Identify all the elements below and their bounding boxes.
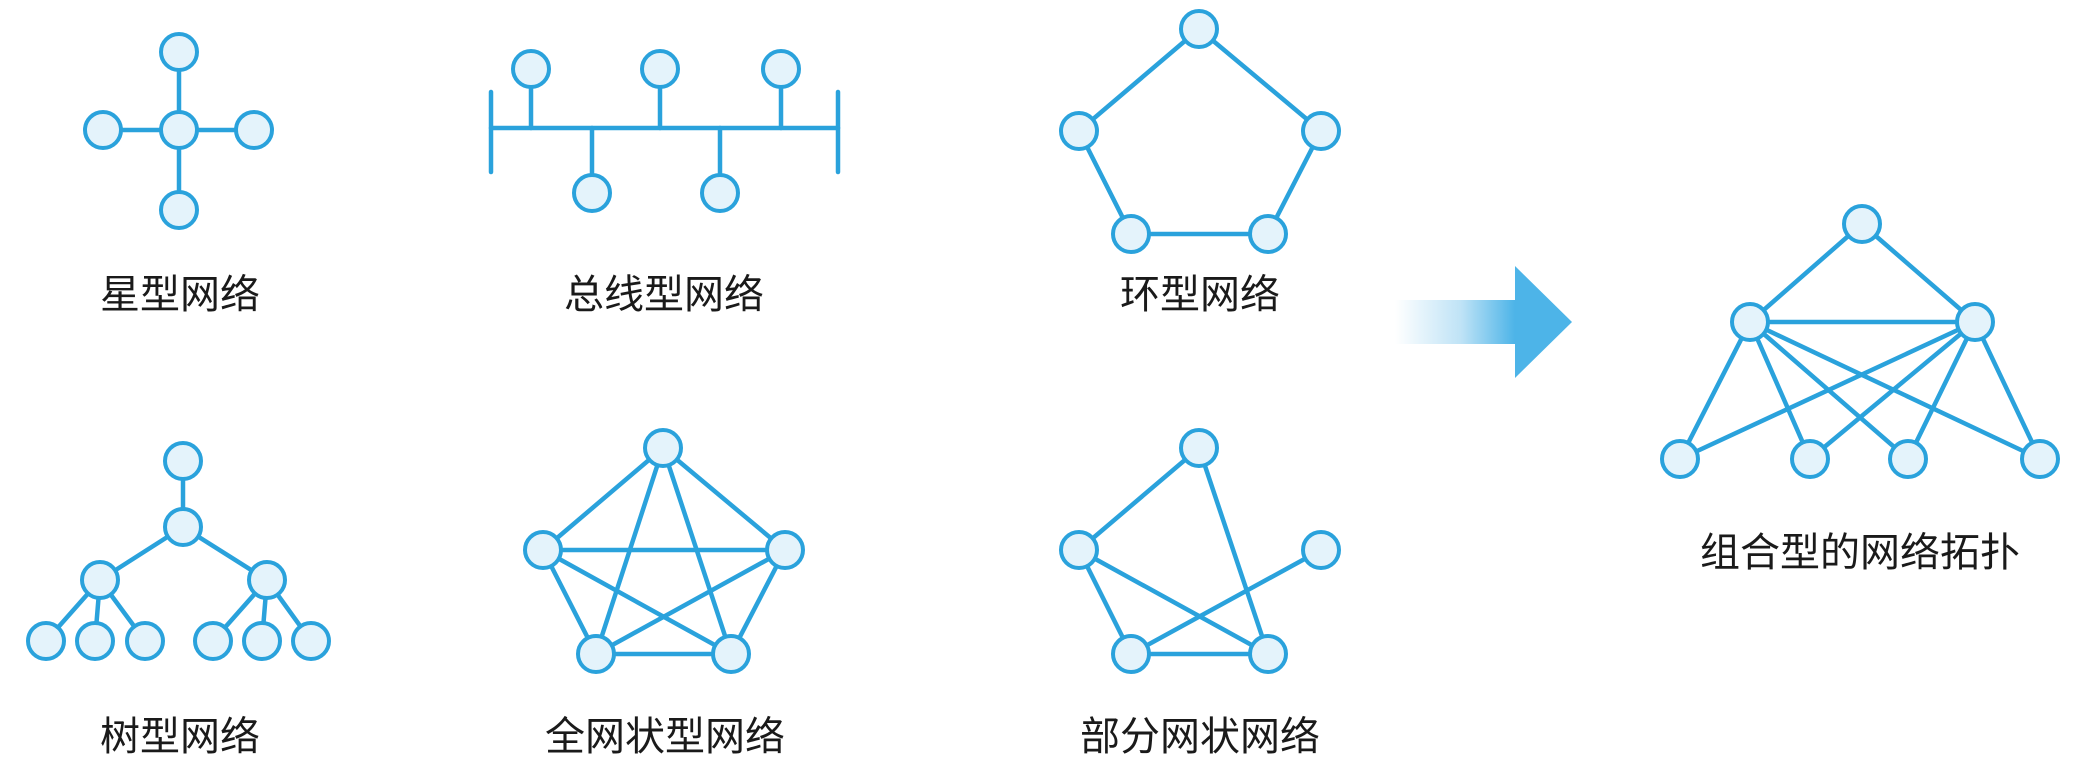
full-mesh-network-diagram: 全网状型网络 bbox=[523, 428, 805, 760]
node bbox=[83, 110, 123, 150]
full-mesh-network-label: 全网状型网络 bbox=[545, 714, 785, 760]
edge bbox=[1859, 221, 1978, 325]
node bbox=[1179, 428, 1219, 468]
node bbox=[511, 49, 551, 89]
node bbox=[1301, 111, 1341, 151]
node bbox=[1111, 634, 1151, 674]
edge bbox=[1747, 221, 1865, 325]
node bbox=[640, 49, 680, 89]
node bbox=[711, 634, 751, 674]
hybrid-network-diagram: 组合型的网络拓扑 bbox=[1660, 204, 2060, 576]
node bbox=[1248, 634, 1288, 674]
node bbox=[572, 173, 612, 213]
right-arrow-icon bbox=[1395, 266, 1572, 378]
node bbox=[1730, 302, 1770, 342]
edge bbox=[1128, 547, 1324, 657]
node bbox=[75, 621, 115, 661]
node bbox=[1059, 530, 1099, 570]
ring-network-label: 环型网络 bbox=[1120, 272, 1280, 318]
hybrid-network-label: 组合型的网络拓扑 bbox=[1700, 530, 2020, 576]
tree-network-diagram: 树型网络 bbox=[26, 441, 331, 760]
edge bbox=[1677, 319, 1753, 462]
node-root bbox=[163, 441, 203, 481]
node bbox=[1248, 214, 1288, 254]
node bbox=[163, 507, 203, 547]
node bbox=[576, 634, 616, 674]
edge bbox=[1677, 319, 1978, 462]
tree-network-label: 树型网络 bbox=[100, 714, 260, 760]
node bbox=[193, 621, 233, 661]
node bbox=[125, 621, 165, 661]
node bbox=[159, 32, 199, 72]
node bbox=[1955, 302, 1995, 342]
edge bbox=[1972, 319, 2043, 462]
ring-network-diagram: 环型网络 bbox=[1059, 9, 1341, 318]
ring-edges bbox=[1076, 26, 1324, 237]
edge bbox=[1196, 445, 1271, 657]
edge bbox=[1747, 319, 1813, 462]
bus-network-label: 总线型网络 bbox=[564, 272, 764, 318]
node bbox=[700, 173, 740, 213]
edge bbox=[593, 547, 788, 657]
edge bbox=[540, 547, 734, 657]
bus-network-diagram: 总线型网络 bbox=[488, 49, 841, 318]
node bbox=[1111, 214, 1151, 254]
node bbox=[159, 190, 199, 230]
node bbox=[26, 621, 66, 661]
star-network-label: 星型网络 bbox=[100, 272, 260, 318]
node bbox=[2020, 439, 2060, 479]
node bbox=[1842, 204, 1882, 244]
node bbox=[761, 49, 801, 89]
node bbox=[1179, 9, 1219, 49]
node bbox=[291, 621, 331, 661]
node-hub bbox=[159, 110, 199, 150]
partial-mesh-network-label: 部分网状网络 bbox=[1080, 714, 1320, 760]
node bbox=[1301, 530, 1341, 570]
node bbox=[643, 428, 683, 468]
node bbox=[765, 530, 805, 570]
node bbox=[1660, 439, 1700, 479]
node bbox=[247, 560, 287, 600]
node bbox=[242, 621, 282, 661]
edge bbox=[1076, 445, 1202, 553]
node bbox=[1888, 439, 1928, 479]
node bbox=[234, 110, 274, 150]
star-network-diagram: 星型网络 bbox=[83, 32, 274, 318]
edge bbox=[1905, 319, 1978, 462]
edge bbox=[1807, 319, 1978, 462]
node bbox=[1790, 439, 1830, 479]
node bbox=[523, 530, 563, 570]
node bbox=[1059, 111, 1099, 151]
partial-mesh-network-diagram: 部分网状网络 bbox=[1059, 428, 1341, 760]
edge bbox=[1076, 547, 1271, 657]
mesh-outer-edges bbox=[540, 445, 788, 657]
node bbox=[80, 560, 120, 600]
